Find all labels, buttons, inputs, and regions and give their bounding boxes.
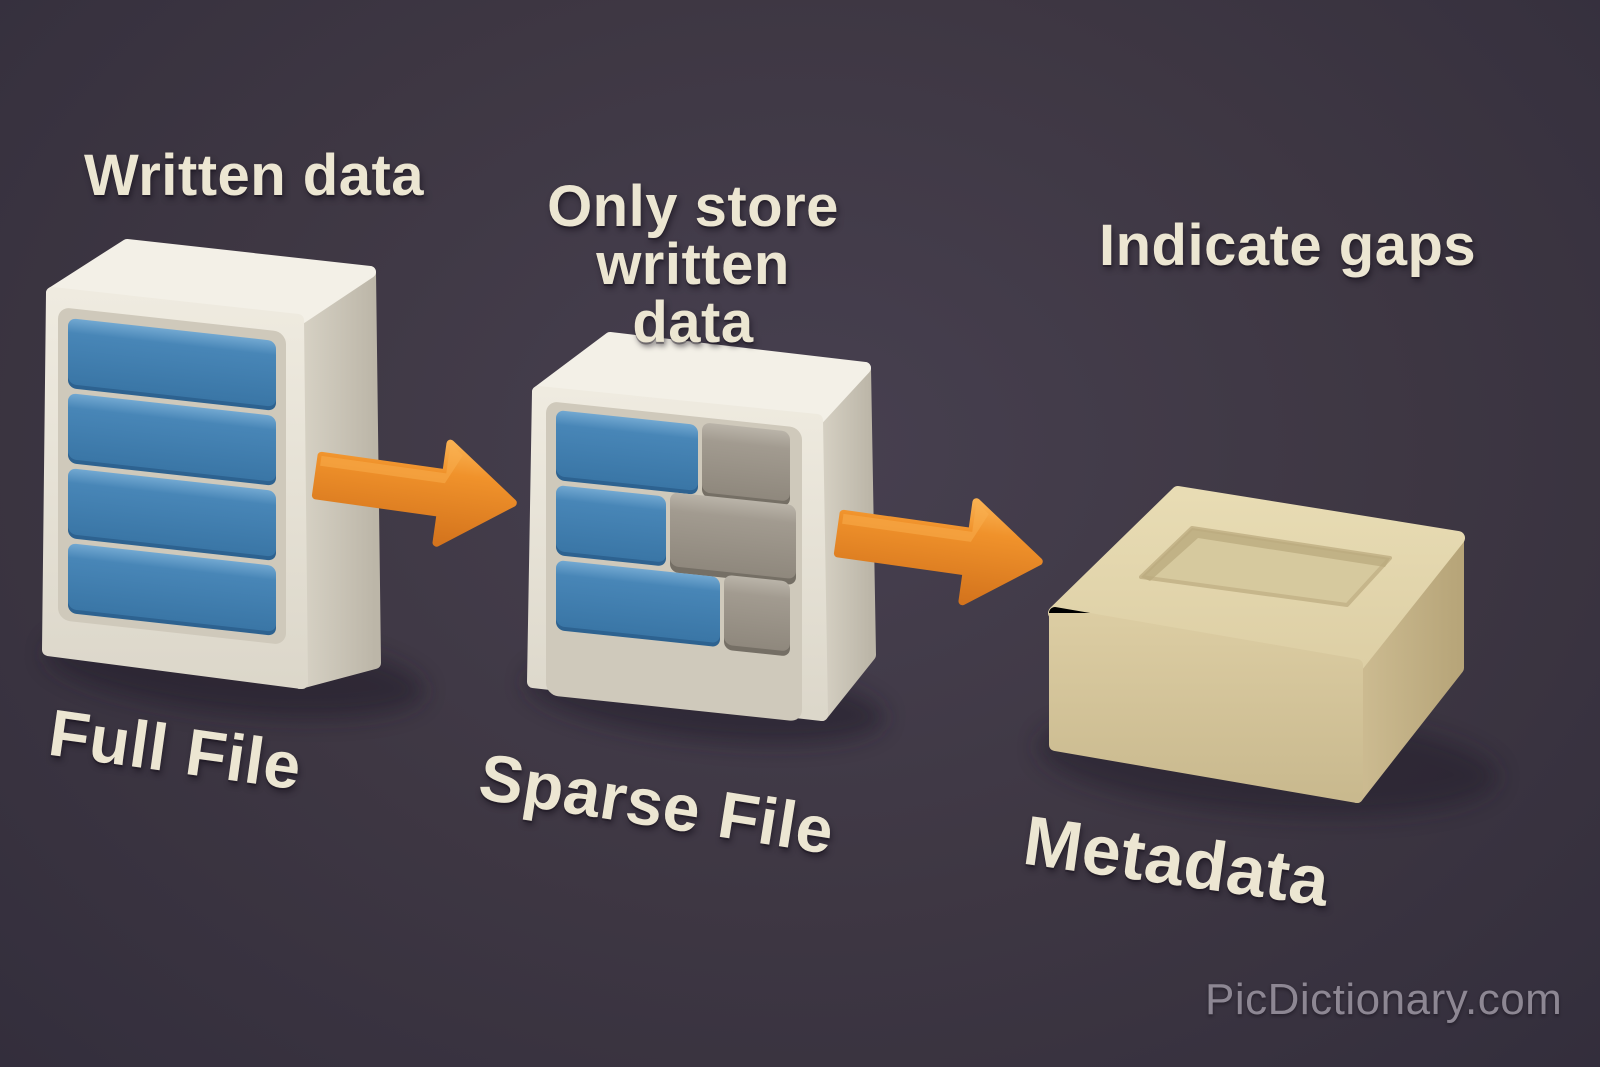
written-block <box>68 543 276 636</box>
caption-line-2: written data <box>596 232 790 355</box>
arrow-right-icon <box>311 439 517 547</box>
written-block <box>68 393 276 486</box>
sparse-file-box <box>527 332 876 721</box>
watermark-text: PicDictionary.com <box>1205 975 1563 1024</box>
full-file-blocks <box>58 308 286 644</box>
written-block <box>556 410 698 495</box>
metadata-box-front <box>1049 607 1363 803</box>
written-block <box>68 468 276 561</box>
written-block <box>68 318 276 411</box>
written-block <box>556 485 666 566</box>
caption-indicate-gaps: Indicate gaps <box>1099 213 1477 278</box>
metadata-box <box>1048 486 1465 803</box>
sparse-file-blocks <box>546 402 802 721</box>
written-block <box>556 560 720 647</box>
gap-block <box>670 492 796 585</box>
arrow-right-icon <box>833 498 1043 606</box>
gap-block <box>724 575 790 656</box>
caption-line-1: Only store <box>547 174 839 239</box>
caption-written-data: Written data <box>84 143 425 208</box>
gap-block <box>702 423 790 506</box>
metadata-recess <box>1139 526 1392 607</box>
caption-only-store-written-data: Only store written data <box>528 178 858 352</box>
